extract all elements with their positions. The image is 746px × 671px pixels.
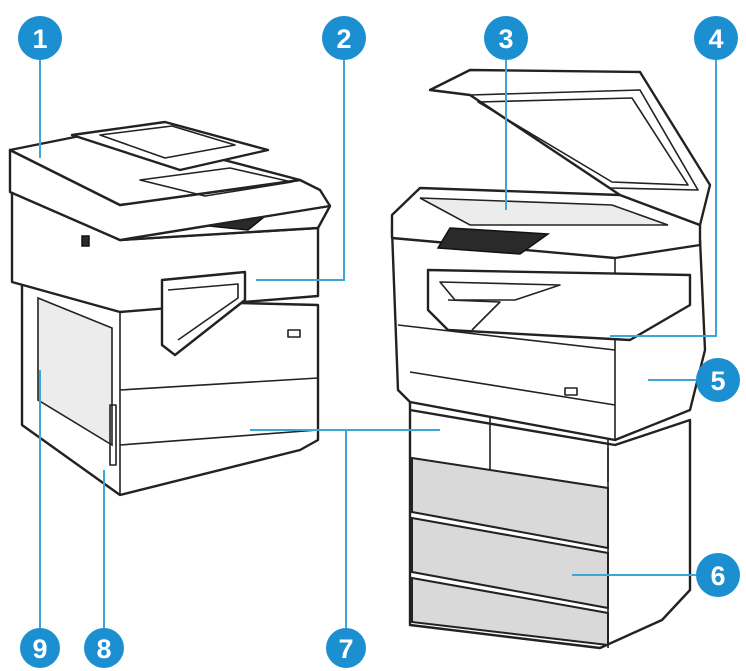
callout-lines [39,60,717,632]
callout-label-7: 7 [338,634,353,664]
callout-label-8: 8 [96,634,111,664]
callout-badge-1: 1 [18,16,62,60]
callout-badge-8: 8 [84,628,124,668]
callout-badge-6: 6 [696,553,740,597]
callout-badge-2: 2 [322,16,366,60]
callout-badge-7: 7 [326,628,366,668]
callout-label-4: 4 [708,24,723,54]
callout-label-9: 9 [32,634,47,664]
callout-line-7 [250,429,440,632]
callout-badge-3: 3 [484,16,528,60]
callout-badge-4: 4 [694,16,738,60]
callout-label-3: 3 [498,24,513,54]
left-printer [8,120,332,497]
callout-label-5: 5 [710,366,725,396]
callout-label-2: 2 [336,24,351,54]
right-output-bin [426,268,692,342]
scanner-glass [419,197,669,226]
callout-badge-5: 5 [696,358,740,402]
left-output-bin [160,270,247,357]
left-side-door [37,296,113,447]
right-touchscreen [436,227,551,255]
right-printer [390,68,712,650]
callout-line-2 [256,60,345,281]
callout-label-6: 6 [710,561,725,591]
callout-line-4 [610,60,717,337]
callout-badge-9: 9 [20,628,60,668]
left-adf-tray [70,120,270,172]
callout-label-1: 1 [32,24,47,54]
